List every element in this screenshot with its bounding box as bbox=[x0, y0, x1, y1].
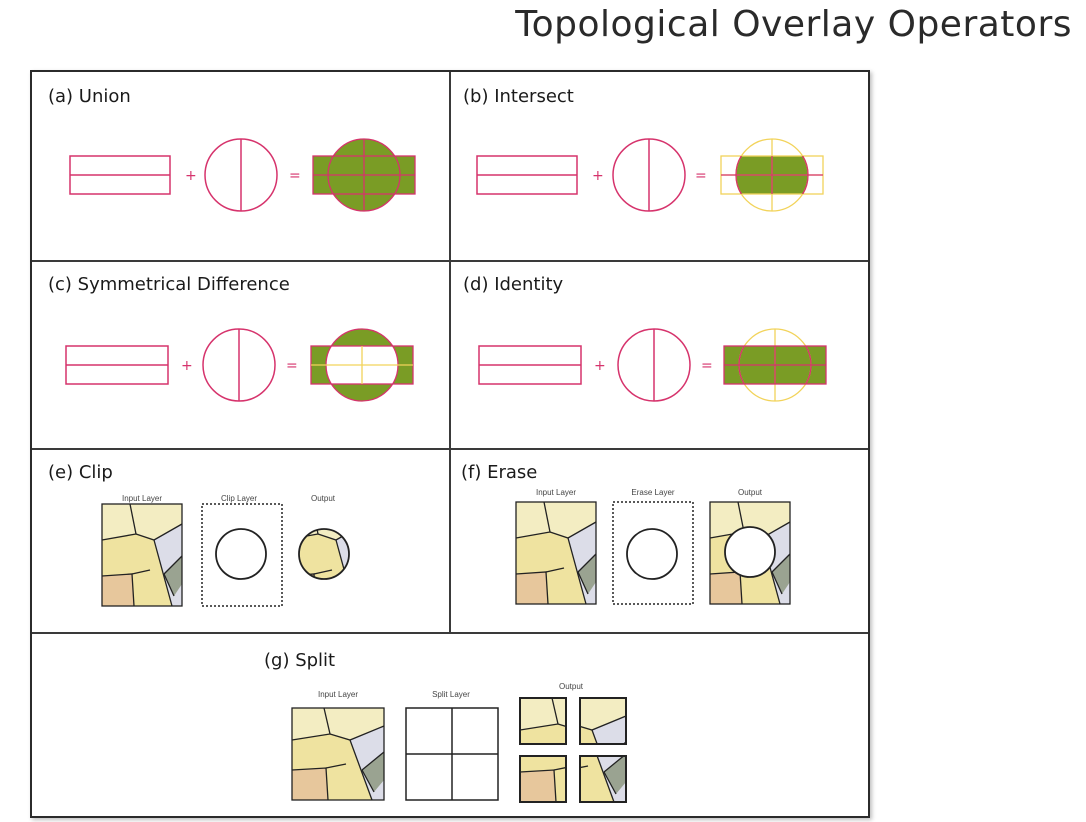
erase-output-map bbox=[709, 501, 791, 605]
union-figure: + = bbox=[69, 138, 416, 212]
union-circle bbox=[204, 138, 278, 212]
symdiff-equals-sign: = bbox=[286, 358, 298, 374]
symdiff-rectangle bbox=[65, 345, 169, 385]
panel-clip: (e) Clip Input Layer Clip Layer Output bbox=[32, 450, 449, 632]
split-figure bbox=[291, 697, 627, 803]
identity-circle bbox=[617, 328, 691, 402]
divider-vertical-top bbox=[449, 72, 451, 632]
symdiff-figure: + = bbox=[65, 328, 414, 402]
panel-label-clip: (e) Clip bbox=[48, 462, 113, 483]
symdiff-result bbox=[310, 328, 414, 402]
split-layer-grid bbox=[405, 707, 499, 801]
intersect-equals-sign: = bbox=[695, 168, 707, 184]
intersect-result bbox=[720, 138, 824, 212]
panel-symmetrical-difference: (c) Symmetrical Difference + = bbox=[32, 262, 449, 448]
erase-figure bbox=[515, 501, 791, 605]
operators-diagram: (a) Union + = bbox=[30, 70, 870, 818]
panel-identity: (d) Identity + = bbox=[451, 262, 868, 448]
split-output-label: Output bbox=[558, 682, 583, 691]
union-equals-sign: = bbox=[289, 168, 301, 184]
panel-label-identity: (d) Identity bbox=[463, 274, 564, 295]
identity-result bbox=[723, 328, 827, 402]
intersect-figure: + = bbox=[476, 138, 824, 212]
symdiff-circle bbox=[202, 328, 276, 402]
panel-label-split: (g) Split bbox=[264, 650, 336, 671]
split-input-layer-label: Input Layer bbox=[317, 690, 359, 699]
clip-output-map bbox=[298, 528, 350, 580]
split-layer-label: Split Layer bbox=[432, 690, 470, 699]
panel-union: (a) Union + = bbox=[32, 72, 449, 260]
clip-input-map bbox=[101, 503, 183, 607]
erase-layer-shape bbox=[612, 501, 694, 605]
split-input-map bbox=[291, 707, 385, 801]
panel-label-erase: (f) Erase bbox=[461, 462, 538, 483]
page-title: Topological Overlay Operators bbox=[515, 4, 1072, 45]
divider-row-1 bbox=[32, 260, 868, 262]
panel-label-symmetrical-difference: (c) Symmetrical Difference bbox=[48, 274, 290, 295]
symdiff-plus-sign: + bbox=[181, 358, 193, 374]
erase-output-label: Output bbox=[737, 488, 762, 497]
panel-label-intersect: (b) Intersect bbox=[463, 86, 574, 107]
divider-row-3 bbox=[32, 632, 868, 634]
panel-split: (g) Split Input Layer Split Layer Output bbox=[32, 634, 868, 816]
clip-input-layer-label: Input Layer bbox=[121, 494, 163, 503]
clip-output-label: Output bbox=[310, 494, 335, 503]
clip-layer-shape bbox=[201, 503, 283, 607]
intersect-rectangle bbox=[476, 155, 578, 195]
clip-layer-label: Clip Layer bbox=[220, 494, 257, 503]
union-rectangle bbox=[69, 155, 171, 195]
union-plus-sign: + bbox=[185, 168, 197, 184]
panel-erase: (f) Erase Input Layer Erase Layer Output bbox=[451, 450, 868, 632]
panel-intersect: (b) Intersect + = bbox=[451, 72, 868, 260]
identity-figure: + = bbox=[478, 328, 827, 402]
intersect-circle bbox=[612, 138, 686, 212]
erase-input-layer-label: Input Layer bbox=[535, 488, 577, 497]
split-output-tiles bbox=[519, 697, 627, 803]
erase-layer-label: Erase Layer bbox=[631, 488, 675, 497]
clip-figure bbox=[101, 503, 350, 607]
identity-rectangle bbox=[478, 345, 582, 385]
intersect-plus-sign: + bbox=[592, 168, 604, 184]
identity-plus-sign: + bbox=[594, 358, 606, 374]
union-result bbox=[312, 138, 416, 212]
panel-label-union: (a) Union bbox=[48, 86, 131, 107]
erase-input-map bbox=[515, 501, 597, 605]
identity-equals-sign: = bbox=[701, 358, 713, 374]
divider-row-2 bbox=[32, 448, 868, 450]
